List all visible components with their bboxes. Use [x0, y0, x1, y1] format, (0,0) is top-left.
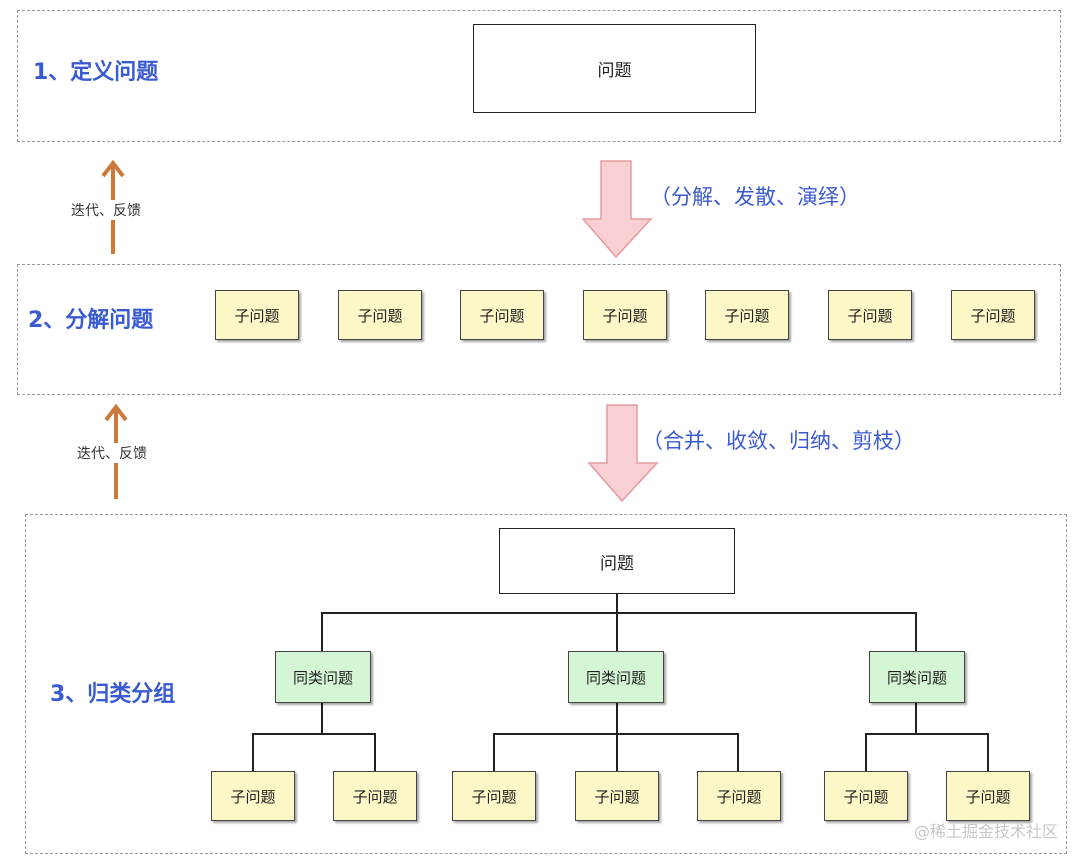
- leaf-sub-problem-box: 子问题: [946, 771, 1030, 821]
- group-panel: [25, 514, 1067, 854]
- sub-problem-box: 子问题: [215, 290, 299, 340]
- group-method-note: （合并、收敛、归纳、剪枝）: [642, 429, 915, 453]
- decompose-method-note: （分解、发散、演绎）: [650, 185, 860, 209]
- leaf-sub-problem-box: 子问题: [452, 771, 536, 821]
- decompose-panel: [17, 264, 1061, 395]
- leaf-sub-problem-box: 子问题: [824, 771, 908, 821]
- group-box: 同类问题: [568, 651, 664, 703]
- leaf-sub-problem-box: 子问题: [575, 771, 659, 821]
- problem-box: 问题: [473, 24, 756, 113]
- step-1-title: 1、定义问题: [33, 60, 159, 85]
- group-box: 同类问题: [275, 651, 371, 703]
- root-problem-box: 问题: [499, 528, 735, 594]
- sub-problem-box: 子问题: [460, 290, 544, 340]
- feedback-label-2: 迭代、反馈: [75, 443, 149, 463]
- leaf-sub-problem-box: 子问题: [333, 771, 417, 821]
- down-arrow-2: [587, 404, 659, 503]
- group-box: 同类问题: [869, 651, 965, 703]
- leaf-sub-problem-box: 子问题: [211, 771, 295, 821]
- watermark: @稀土掘金技术社区: [913, 822, 1058, 841]
- feedback-label-1: 迭代、反馈: [69, 200, 143, 220]
- sub-problem-box: 子问题: [828, 290, 912, 340]
- step-2-title: 2、分解问题: [28, 308, 154, 333]
- sub-problem-box: 子问题: [951, 290, 1035, 340]
- sub-problem-box: 子问题: [705, 290, 789, 340]
- define-panel: [17, 10, 1061, 142]
- leaf-sub-problem-box: 子问题: [697, 771, 781, 821]
- sub-problem-box: 子问题: [338, 290, 422, 340]
- sub-problem-box: 子问题: [583, 290, 667, 340]
- step-3-title: 3、归类分组: [50, 682, 176, 707]
- down-arrow-1: [581, 160, 653, 259]
